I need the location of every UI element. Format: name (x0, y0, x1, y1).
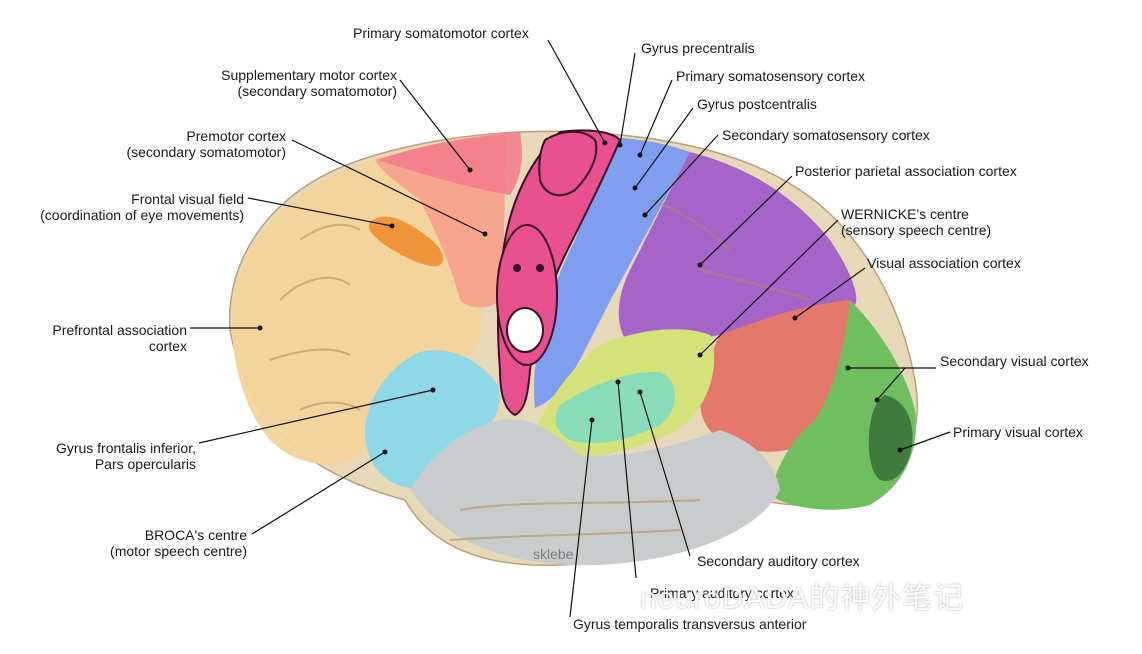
region-temporal (410, 419, 780, 566)
homunculus-mouth (506, 307, 544, 353)
leader-lines (190, 39, 951, 618)
label-prefrontal: Prefrontal association cortex (52, 322, 187, 354)
leader-secondary-somatosensory (644, 134, 719, 216)
region-prefrontal (231, 138, 484, 464)
region-frontal-eye (368, 216, 444, 267)
label-wernicke: WERNICKE's centre (sensory speech centre… (841, 206, 991, 238)
leader-dots (257, 140, 903, 455)
region-auditory (555, 371, 675, 444)
region-visual-association (700, 300, 852, 452)
label-text: Secondary auditory cortex (697, 553, 860, 569)
label-text: Gyrus postcentralis (697, 96, 817, 112)
leader-premotor (291, 139, 486, 235)
label-text: (secondary somatomotor) (126, 144, 286, 160)
label-text: Visual association cortex (867, 255, 1021, 271)
label-text: (sensory speech centre) (841, 222, 992, 238)
label-text: BROCA's centre (144, 527, 247, 543)
label-text: Supplementary motor cortex (221, 67, 397, 83)
leader-secondary-auditory (639, 391, 691, 557)
homunculus-hand (538, 130, 598, 197)
leader-frontal-visual (247, 197, 393, 227)
leader-gyrus-postcentralis (634, 107, 694, 189)
label-text: (secondary somatomotor) (237, 83, 397, 99)
label-text: Posterior parietal association cortex (795, 163, 1017, 179)
label-text: Frontal visual field (131, 191, 244, 207)
label-premotor: Premotor cortex (secondary somatomotor) (126, 128, 286, 160)
leader-secondary-visual-c (876, 367, 906, 401)
label-primary-somatomotor: Primary somatomotor cortex (353, 25, 529, 41)
leader-primary-auditory (617, 381, 637, 579)
label-text: Primary somatomotor cortex (353, 25, 529, 41)
sulci (269, 199, 811, 541)
label-primary-visual: Primary visual cortex (953, 424, 1083, 440)
label-gyrus-frontalis: Gyrus frontalis inferior, Pars opercular… (56, 440, 196, 472)
leader-supplementary (399, 79, 471, 171)
label-text: (coordination of eye movements) (40, 207, 244, 223)
label-visual-association: Visual association cortex (867, 255, 1021, 271)
label-text: cortex (148, 338, 187, 354)
leader-wernicke (699, 219, 839, 356)
label-text: Prefrontal association (52, 322, 187, 338)
leader-posterior-parietal (699, 175, 793, 266)
label-primary-auditory: Primary auditory cortex (650, 585, 794, 601)
region-primary-visual (868, 395, 913, 481)
leader-broca (251, 451, 386, 535)
label-text: Primary auditory cortex (650, 585, 794, 601)
label-text: Secondary visual cortex (940, 353, 1089, 369)
region-broca (365, 350, 500, 489)
label-text: Premotor cortex (186, 128, 286, 144)
label-gyrus-postcentralis: Gyrus postcentralis (697, 96, 817, 112)
label-text: (motor speech centre) (110, 543, 247, 559)
label-broca: BROCA's centre (motor speech centre) (110, 527, 247, 559)
leader-gyrus-frontalis (198, 389, 434, 444)
label-gyrus-temporalis: Gyrus temporalis transversus anterior (573, 616, 806, 632)
leader-primary-somatosensory (639, 79, 673, 156)
leader-visual-association (794, 267, 866, 319)
leader-primary-somatomotor (547, 39, 606, 144)
homunculus-eye-right (536, 264, 544, 272)
label-text: Pars opercularis (94, 456, 196, 472)
label-text: Gyrus precentralis (641, 40, 755, 56)
watermark: neuroDADA的神外笔记 (640, 582, 965, 615)
label-secondary-somatosensory: Secondary somatosensory cortex (722, 127, 930, 143)
label-text: Primary visual cortex (953, 424, 1083, 440)
leader-primary-visual (899, 431, 951, 451)
label-posterior-parietal: Posterior parietal association cortex (795, 163, 1017, 179)
homunculus-eye-left (513, 264, 521, 272)
label-primary-somatosensory: Primary somatosensory cortex (676, 68, 865, 84)
label-secondary-visual: Secondary visual cortex (940, 353, 1089, 369)
label-text: Gyrus temporalis transversus anterior (573, 616, 807, 632)
leader-gyrus-precentralis (619, 52, 636, 146)
region-supplementary (378, 132, 522, 195)
region-somatosensory (534, 138, 690, 408)
label-text: Gyrus frontalis inferior, (55, 440, 196, 456)
leader-gyrus-temporalis (569, 419, 593, 618)
label-text: Secondary somatosensory cortex (722, 127, 930, 143)
label-supplementary-motor: Supplementary motor cortex (secondary so… (221, 67, 397, 99)
label-secondary-auditory: Secondary auditory cortex (697, 553, 860, 569)
artist-signature: sklebe (533, 546, 574, 562)
label-text: Primary somatosensory cortex (676, 68, 866, 84)
label-text: WERNICKE's centre (841, 206, 969, 222)
label-gyrus-precentralis: Gyrus precentralis (641, 40, 755, 56)
label-frontal-visual: Frontal visual field (coordination of ey… (40, 191, 244, 223)
